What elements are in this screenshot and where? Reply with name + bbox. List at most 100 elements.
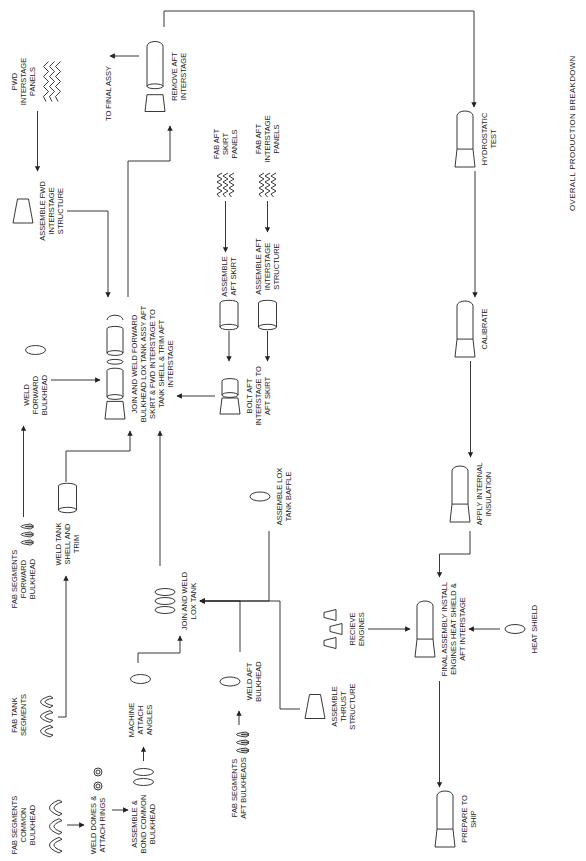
callout-label: TO FINAL ASSY <box>104 66 113 161</box>
flow-arrow <box>160 431 161 566</box>
part-icon <box>59 483 77 512</box>
flow-arrow <box>67 211 108 297</box>
flow-arrow <box>177 396 215 397</box>
flow-arrow <box>470 361 471 457</box>
part-icon <box>44 62 61 102</box>
step-text: FAB AFT SKIRT PANELS <box>212 119 239 169</box>
flow-arrow <box>475 171 476 297</box>
part-icon <box>305 695 325 719</box>
part-icons <box>13 41 525 853</box>
process-step: ASSEMBLE THRUST STRUCTURE <box>300 672 359 741</box>
process-step: FAB AFT INTERSTAGE PANELS <box>252 107 283 201</box>
process-step: WELD FORWARD BULKHEAD <box>20 334 51 426</box>
process-step: ASSEMBLE AFT INTERSTAGE STRUCTURE <box>252 232 283 331</box>
part-icon <box>259 173 276 197</box>
step-text: JOIN AND WELD LOX TANK <box>180 568 198 634</box>
flow-arrow <box>225 201 226 252</box>
step-text: WELD TANK SHELL AND TRIM <box>54 514 81 574</box>
flow-arrow <box>58 576 66 717</box>
part-icon <box>134 769 154 786</box>
part-icon <box>237 732 250 753</box>
step-text: ASSEMBLE FWD INTERSTAGE STRUCTURE <box>38 173 65 249</box>
process-step: PWD INTERSTAGE PANELS <box>8 52 67 111</box>
flow-arrow <box>200 601 300 709</box>
process-step: CALIBRATE <box>450 297 491 361</box>
flow-arrow <box>164 11 474 107</box>
part-icon <box>13 199 33 223</box>
step-text: RECIEVE ENGINES <box>348 599 366 659</box>
flow-arrow <box>267 201 268 232</box>
flow-arrow <box>439 681 440 787</box>
part-icon <box>94 768 102 790</box>
process-step: WELD TANK SHELL AND TRIM <box>52 482 83 576</box>
step-text: JOIN AND WELD FORWARD BULKHEAD LOX TANK … <box>130 299 175 429</box>
connectors <box>24 11 501 825</box>
part-icon <box>450 466 470 522</box>
step-text: ASSEMBLE AFT INTERSTAGE STRUCTURE <box>254 234 281 299</box>
part-icon <box>26 346 46 355</box>
flow-arrow <box>200 531 269 601</box>
leader-arrow <box>110 56 139 57</box>
flow-arrow <box>440 531 471 577</box>
part-icon <box>217 173 234 197</box>
process-step: FAB TANK SEGMENTS <box>8 689 58 741</box>
flow-arrow <box>143 747 144 761</box>
step-text: WELD AFT BULKHEAD <box>245 654 263 709</box>
step-text: FAB AFT INTERSTAGE PANELS <box>254 109 281 169</box>
process-step: JOIN AND WELD LOX TANK <box>150 566 200 636</box>
process-step: REMOVE AFT INTERSTAGE <box>140 27 190 126</box>
flow-arrow <box>138 636 180 663</box>
process-step: FAB SEGMENTS AFT BULKHEADS <box>225 725 253 821</box>
process-step: WELD DOMES & ATTACH RINGS <box>84 763 112 857</box>
part-icon <box>131 675 151 684</box>
part-icon <box>259 300 277 329</box>
step-text: FAB SEGMENTS AFT BULKHEADS <box>230 757 248 819</box>
step-text: PREPARE TO SHIP <box>460 789 478 849</box>
part-icon <box>50 800 63 853</box>
figure-title: OVERALL PRODUCTION BREAKDOWN <box>568 55 578 211</box>
part-icon <box>145 41 165 111</box>
step-text: BOLT AFT INTERSTAGE TO AFT SKIRT <box>245 363 272 429</box>
flow-arrow <box>66 431 130 482</box>
flow-arrow <box>112 810 128 811</box>
step-text: ASSEMBLE THRUST STRUCTURE <box>330 674 357 739</box>
process-step: MACHINE ATTACH ANGLES <box>125 663 156 747</box>
part-icon <box>415 601 435 657</box>
flow-arrow <box>23 426 24 517</box>
process-step: HEAT SHIELD <box>500 602 541 656</box>
process-step: ASSEMBLE FWD INTERSTAGE STRUCTURE <box>8 171 67 251</box>
process-step: FINAL ASSEMBLY INSTALL ENGINES HEAT SHIE… <box>410 577 469 681</box>
flow-arrow <box>239 711 240 725</box>
process-step: WELD AFT BULKHEAD <box>215 652 265 711</box>
part-icon <box>155 589 175 614</box>
flow-arrow <box>128 126 170 297</box>
part-icon <box>324 610 342 649</box>
process-step: FAB SEGMENTS FORWARD BULKHEAD <box>8 517 39 611</box>
part-icon <box>455 111 475 167</box>
flow-arrow <box>67 825 84 826</box>
process-step: APPLY INTERNAL INSULATION <box>445 457 495 531</box>
part-icon <box>435 791 455 847</box>
process-step: ASSEMBLE LOX TANK BAFFLE <box>245 462 295 531</box>
step-text: FINAL ASSEMBLY INSTALL ENGINES HEAT SHIE… <box>440 579 467 679</box>
process-step: FAB SEGMENTS COMMON BULKHEAD <box>8 793 67 857</box>
flow-arrow <box>267 331 268 361</box>
flow-arrow <box>229 331 230 361</box>
process-step: FAB AFT SKIRT PANELS <box>210 117 241 201</box>
part-icon <box>41 696 54 737</box>
step-text: REMOVE AFT INTERSTAGE <box>170 29 188 124</box>
step-text: WELD FORWARD BULKHEAD <box>22 366 49 424</box>
process-step: PREPARE TO SHIP <box>430 787 480 851</box>
part-icon <box>220 677 240 686</box>
flow-arrow <box>37 111 38 171</box>
flow-arrow <box>51 380 100 381</box>
flow-arrow <box>200 601 240 652</box>
part-icon <box>21 524 34 545</box>
step-text: MACHINE ATTACH ANGLES <box>127 695 154 745</box>
step-text: FAB TANK SEGMENTS <box>10 691 28 739</box>
part-icon <box>220 379 240 414</box>
step-text: APPLY INTERNAL INSULATION <box>475 459 493 529</box>
part-icon <box>505 625 525 634</box>
step-text: FAB SEGMENTS FORWARD BULKHEAD <box>10 549 37 609</box>
